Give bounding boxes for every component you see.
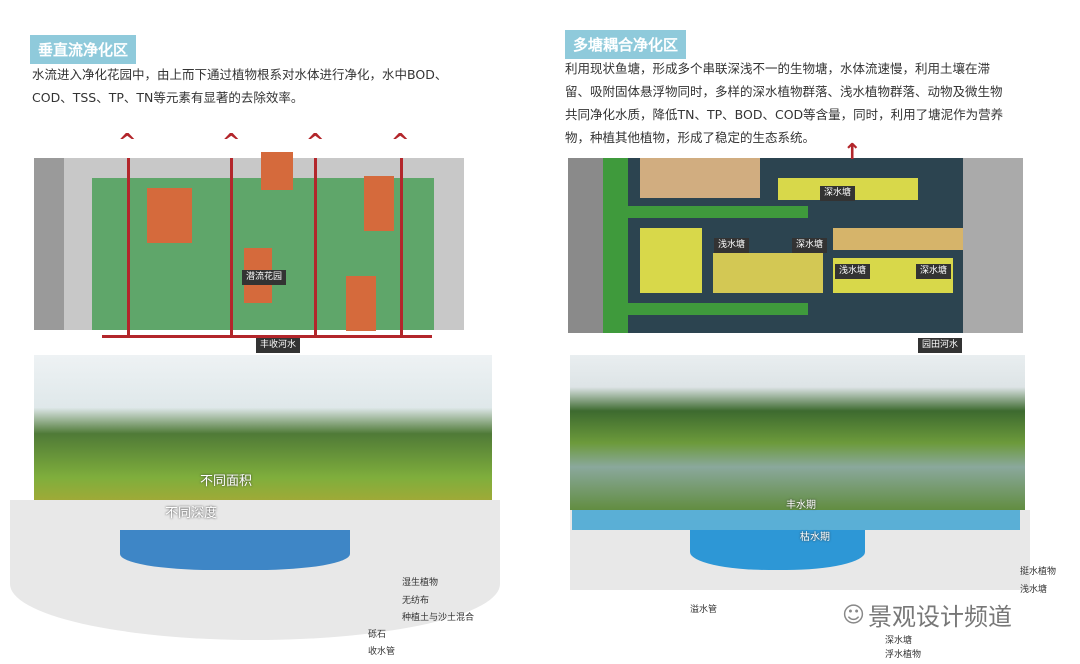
section-note: 浅水塘 xyxy=(1020,585,1048,595)
section-note: 挺水植物 xyxy=(1020,567,1057,577)
arrow-up-icon: ↑ xyxy=(843,140,862,165)
pond-label: 浅水塘 xyxy=(714,238,750,253)
water-section xyxy=(120,530,350,570)
section-note: 砾石 xyxy=(368,630,387,640)
desc-line: 水流进入净化花园中，由上而下通过植物根系对水体进行净化，水中BOD、 xyxy=(32,67,448,82)
desc-line: 物，种植其他植物，形成了稳定的生态系统。 xyxy=(565,130,816,145)
section-title-vertical-flow: 垂直流净化区 xyxy=(30,35,137,64)
multi-pond-photo xyxy=(570,355,1025,515)
section-title-multi-pond: 多塘耦合净化区 xyxy=(565,30,687,59)
arrow-up-icon: ^ xyxy=(306,130,325,155)
vertical-flow-description: 水流进入净化花园中，由上而下通过植物根系对水体进行净化，水中BOD、 COD、T… xyxy=(32,63,447,109)
section-note: 收水管 xyxy=(368,647,396,657)
watermark: 景观设计频道 xyxy=(868,603,1012,631)
low-water-label: 枯水期 xyxy=(800,532,830,543)
desc-line: 共同净化水质，降低TN、TP、BOD、COD等含量，同时，利用了塘泥作为营养 xyxy=(565,107,1004,122)
section-note: 种植土与沙土混合 xyxy=(402,613,475,623)
arrow-up-icon: ^ xyxy=(222,130,241,155)
depth-label: 不同深度 xyxy=(165,506,218,521)
multi-pond-plan xyxy=(568,158,1023,333)
section-note: 湿生植物 xyxy=(402,578,439,588)
soil-section xyxy=(10,500,500,640)
pond-label: 深水塘 xyxy=(792,238,828,253)
pond-label: 深水塘 xyxy=(916,264,952,279)
river-label: 园田河水 xyxy=(918,338,963,353)
wechat-icon: ☺ xyxy=(842,603,865,628)
section-note: 溢水管 xyxy=(690,605,718,615)
desc-line: 留、吸附固体悬浮物同时，多样的深水植物群落、浅水植物群落、动物及微生物 xyxy=(565,84,1003,99)
vertical-flow-plan: 潜流花园 xyxy=(34,152,464,336)
multi-pond-description: 利用现状鱼塘，形成多个串联深浅不一的生物塘，水体流速慢，利用土壤在滞 留、吸附固… xyxy=(565,57,1003,149)
garden-label: 潜流花园 xyxy=(242,270,287,285)
desc-line: COD、TSS、TP、TN等元素有显著的去除效率。 xyxy=(32,90,304,105)
section-note: 浮水植物 xyxy=(885,650,922,660)
pond-label: 深水塘 xyxy=(820,186,856,201)
section-note: 深水塘 xyxy=(885,636,913,646)
high-water-band xyxy=(572,510,1020,530)
river-label: 丰收河水 xyxy=(256,338,301,353)
area-label: 不同面积 xyxy=(200,474,253,489)
arrow-up-icon: ^ xyxy=(118,130,137,155)
pond-label: 浅水塘 xyxy=(835,264,871,279)
section-note: 无纺布 xyxy=(402,596,430,606)
desc-line: 利用现状鱼塘，形成多个串联深浅不一的生物塘，水体流速慢，利用土壤在滞 xyxy=(565,61,991,76)
low-water-pool xyxy=(690,530,865,570)
arrow-up-icon: ^ xyxy=(391,130,410,155)
high-water-label: 丰水期 xyxy=(786,500,816,511)
